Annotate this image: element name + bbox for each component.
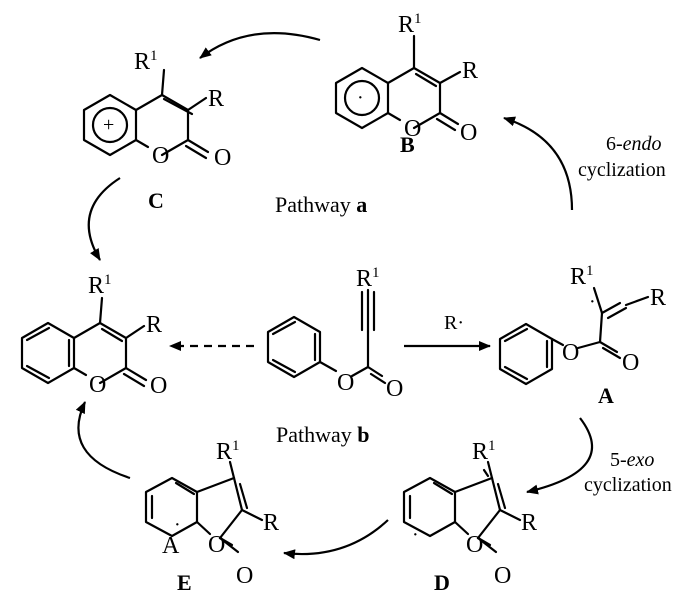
compound-e-r: R <box>263 510 279 536</box>
compound-c-label: C <box>148 188 164 213</box>
compound-b-radical-dot: · <box>357 87 364 109</box>
compound-b-ring-o: O <box>404 116 421 142</box>
compound-a-r1: R1 <box>570 263 594 290</box>
compound-c-structure: R1 R O O + <box>82 48 231 171</box>
compound-d-carbonyl-o: O <box>494 563 511 589</box>
compound-e-ring-o: O <box>208 532 225 558</box>
compound-b-r1: R1 <box>398 11 422 38</box>
pathway-a-label: Pathway a <box>275 192 367 217</box>
radical-reagent: R· <box>444 312 464 334</box>
alkynoate-r1: R1 <box>356 265 380 292</box>
compound-c-carbonyl-o: O <box>214 145 231 171</box>
coumarin-ring-o: O <box>89 372 106 398</box>
endo-cyclization-line1: 6-endo <box>606 133 662 155</box>
compound-e-radical-a: A <box>162 533 180 559</box>
compound-e-carbonyl-o: O <box>236 563 253 589</box>
alkynoate-carbonyl-o: O <box>386 376 403 402</box>
compound-a-label: A <box>598 383 614 408</box>
compound-a-r: R <box>650 285 666 311</box>
coumarin-r: R <box>146 312 162 338</box>
arrow-b-to-c <box>199 32 321 59</box>
compound-a-ester-o: O <box>562 340 579 366</box>
compound-d-r: R <box>521 510 537 536</box>
compound-a-structure: O O R1 R · <box>498 263 666 386</box>
compound-b-carbonyl-o: O <box>460 120 477 146</box>
compound-b-r: R <box>462 58 478 84</box>
arrow-a-to-d <box>526 417 593 495</box>
exo-cyclization-line2: cyclization <box>584 474 672 496</box>
compound-d-ring-o: O <box>466 532 483 558</box>
compound-d-radical-dot: · <box>412 524 419 546</box>
compound-c-r: R <box>208 86 224 112</box>
exo-cyclization-line1: 5-exo <box>610 449 654 471</box>
compound-e-r1: R1 <box>216 438 240 465</box>
compound-c-r1: R1 <box>134 48 158 75</box>
coumarin-product-structure: R1 R O O <box>20 272 167 399</box>
arrow-c-to-product <box>87 177 121 261</box>
alkynoate-ester-o: O <box>337 370 354 396</box>
compound-a-radical-dot: · <box>589 291 596 313</box>
aryl-alkynoate-structure: O O R1 <box>266 265 403 402</box>
arrow-d-to-e <box>283 519 389 560</box>
compound-b-structure: R1 R O O · <box>334 11 478 146</box>
compound-e-label: E <box>177 570 192 595</box>
compound-e-radical-dot: · <box>174 514 181 536</box>
compound-a-carbonyl-o: O <box>622 350 639 376</box>
compound-c-plus: + <box>103 114 114 136</box>
compound-c-ring-o: O <box>152 143 169 169</box>
pathway-b-label: Pathway b <box>276 422 370 447</box>
compound-d-label: D <box>434 570 450 595</box>
coumarin-r1: R1 <box>88 272 112 299</box>
arrow-e-to-product <box>75 401 131 480</box>
coumarin-carbonyl-o: O <box>150 373 167 399</box>
endo-cyclization-line2: cyclization <box>578 159 666 181</box>
arrow-a-to-b <box>503 116 574 211</box>
compound-d-r1: R1 <box>472 438 496 465</box>
compound-b-label: B <box>400 132 415 157</box>
compound-d-structure: R1 R O O · <box>402 438 537 589</box>
compound-e-structure: R1 R O O A · <box>144 438 279 589</box>
